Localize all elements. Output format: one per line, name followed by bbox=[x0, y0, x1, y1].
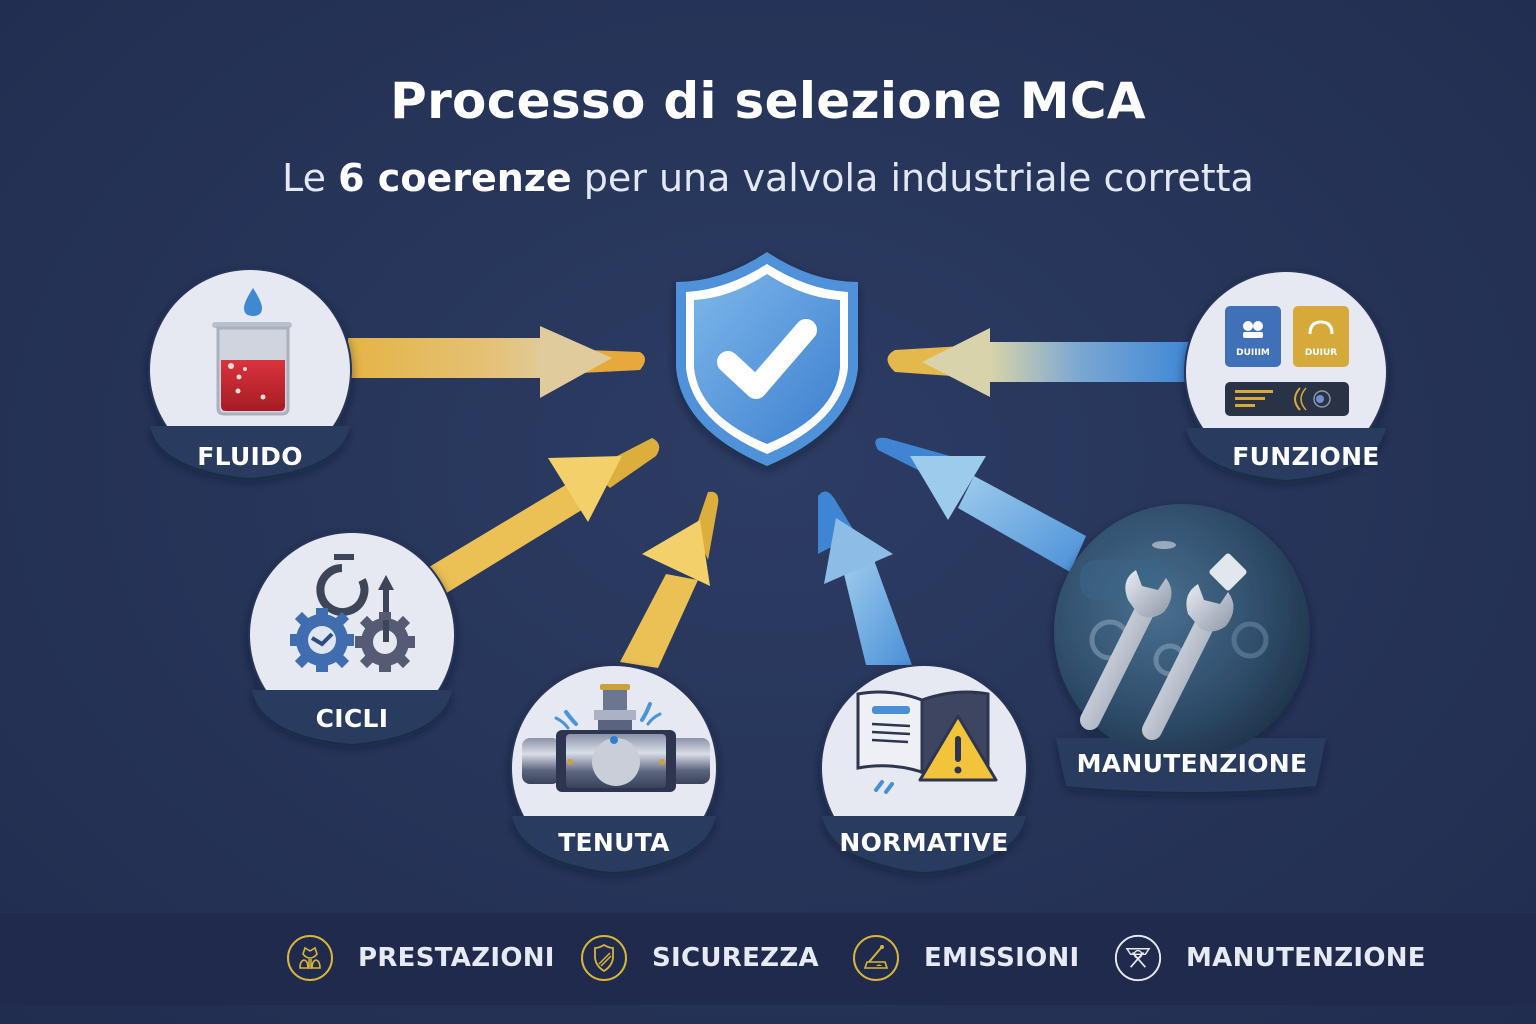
shield-check-icon bbox=[676, 252, 858, 466]
arrow-manutenzione bbox=[875, 437, 1086, 572]
maintenance-icon bbox=[1114, 934, 1162, 982]
function-panel-icon: DUIIIM DUIUR bbox=[1225, 306, 1349, 416]
book-warning-icon bbox=[856, 690, 998, 794]
footer-item-prestazioni: PRESTAZIONI bbox=[286, 934, 555, 982]
emissions-icon bbox=[853, 935, 899, 981]
node-label-fluido: FLUIDO bbox=[197, 442, 303, 471]
footer-item-sicurezza: SICUREZZA bbox=[580, 934, 819, 982]
subtitle-emphasis: 6 coerenze bbox=[338, 156, 572, 200]
node-fluido[interactable] bbox=[148, 268, 352, 478]
footer-label: MANUTENZIONE bbox=[1186, 943, 1426, 973]
arrow-cicli bbox=[424, 438, 660, 597]
svg-text:DUIUR: DUIUR bbox=[1305, 348, 1337, 358]
valve-leak-icon bbox=[522, 684, 710, 792]
footer-item-manutenzione: MANUTENZIONE bbox=[1114, 934, 1426, 982]
beaker-drop-icon bbox=[212, 322, 292, 416]
footer-label: EMISSIONI bbox=[924, 943, 1080, 973]
gears-cycle-icon bbox=[290, 554, 415, 672]
node-cicli[interactable] bbox=[248, 531, 456, 744]
page-title: Processo di selezione MCA bbox=[390, 72, 1146, 130]
node-label-funzione: FUNZIONE bbox=[1232, 442, 1380, 471]
shield-icon bbox=[581, 935, 627, 981]
wrenches-icon bbox=[1080, 553, 1247, 740]
arrow-fluido bbox=[348, 326, 645, 398]
subtitle-text: Le bbox=[282, 156, 339, 200]
footer-item-emissioni: EMISSIONI bbox=[852, 934, 1080, 982]
node-normative[interactable] bbox=[820, 664, 1028, 872]
node-label-cicli: CICLI bbox=[315, 704, 389, 733]
node-funzione[interactable]: DUIIIM DUIUR bbox=[1184, 270, 1388, 480]
arrow-funzione bbox=[887, 328, 1190, 397]
arrow-tenuta bbox=[620, 491, 719, 668]
water-drop-icon bbox=[244, 288, 262, 316]
node-tenuta[interactable] bbox=[510, 664, 718, 872]
footer-band bbox=[0, 912, 1536, 1005]
subtitle-text-rest: per una valvola industriale corretta bbox=[571, 156, 1254, 200]
node-manutenzione[interactable] bbox=[1054, 504, 1326, 792]
arrow-normative bbox=[818, 491, 912, 665]
node-label-normative: NORMATIVE bbox=[839, 828, 1009, 857]
node-label-tenuta: TENUTA bbox=[558, 828, 670, 857]
page-subtitle: Le 6 coerenze per una valvola industrial… bbox=[0, 156, 1536, 200]
footer-label: PRESTAZIONI bbox=[358, 943, 555, 973]
svg-text:DUIIIM: DUIIIM bbox=[1236, 348, 1270, 358]
node-label-manutenzione: MANUTENZIONE bbox=[1076, 749, 1308, 778]
performance-icon bbox=[287, 935, 333, 981]
footer-label: SICUREZZA bbox=[652, 943, 819, 973]
